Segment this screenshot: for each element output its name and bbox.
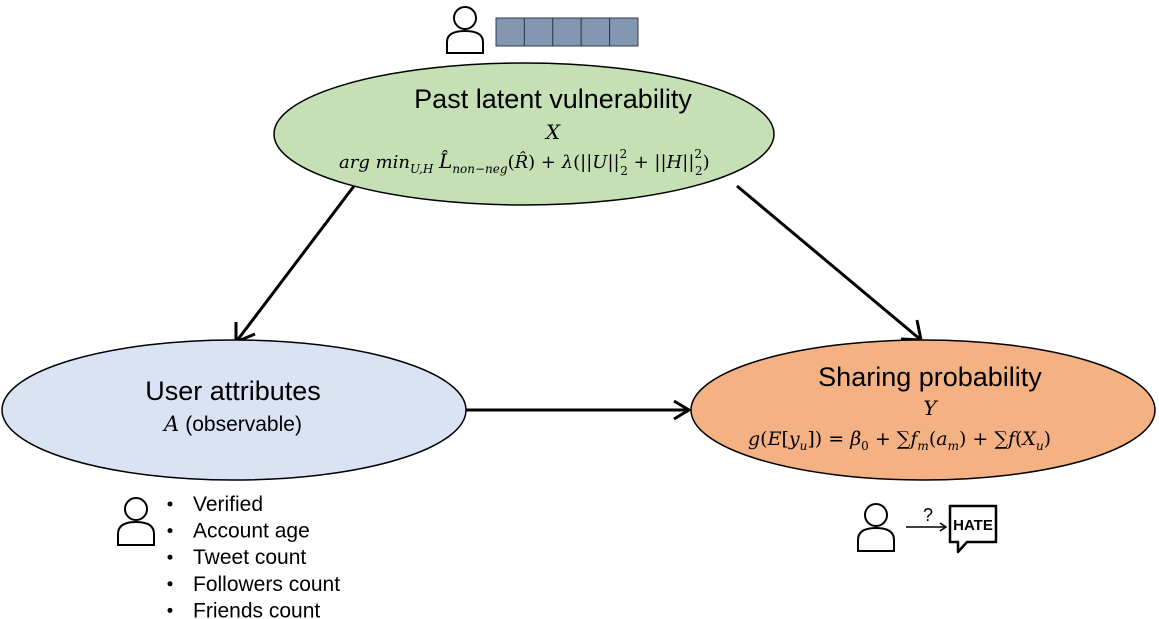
- bullet-dot: [167, 528, 173, 534]
- user-person-icon: [117, 497, 155, 546]
- past-user-person-icon: [446, 6, 484, 54]
- attribute-item: Tweet count: [193, 546, 306, 569]
- attribute-item: Verified: [193, 493, 263, 516]
- user-title: User attributes: [145, 376, 321, 406]
- edge-past-to-sharing: [736, 184, 923, 342]
- speech-bubble-icon: HATE: [948, 504, 998, 554]
- bullet-dot: [167, 607, 173, 613]
- node-past-latent-vulnerability: Past latent vulnerability X arg minU,H L…: [273, 62, 775, 206]
- share-arrow: [906, 522, 948, 532]
- vector-cell: [523, 17, 554, 47]
- attribute-item: Friends count: [193, 599, 320, 619]
- user-symbol: A: [162, 412, 179, 436]
- sharing-title: Sharing probability: [818, 362, 1042, 392]
- vector-cell: [609, 17, 639, 47]
- latent-vector-icon: [495, 17, 639, 47]
- past-title: Past latent vulnerability: [414, 84, 692, 114]
- vector-cell: [580, 17, 611, 47]
- vector-cell: [495, 17, 525, 47]
- bullet-dot: [167, 501, 173, 507]
- node-user-attributes: User attributes A (observable): [1, 339, 467, 481]
- sharer-person-icon: [857, 503, 895, 552]
- edge-past-to-user: [234, 185, 356, 345]
- node-sharing-probability: Sharing probability Y g(E[yu]) = β0 + ∑f…: [690, 339, 1156, 481]
- bullet-dot: [167, 554, 173, 560]
- svg-text:g(E[yu]) = β0 + ∑fm(am) + ∑f(X: g(E[yu]) = β0 + ∑fm(am) + ∑f(Xu): [748, 428, 1051, 453]
- attribute-item: Account age: [193, 520, 310, 543]
- user-subtitle: A (observable): [162, 412, 302, 436]
- sharing-formula: g(E[yu]) = β0 + ∑fm(am) + ∑f(Xu): [748, 428, 1051, 453]
- user-note: (observable): [185, 413, 302, 436]
- bullet-dot: [167, 581, 173, 587]
- edge-user-to-sharing: [466, 399, 692, 421]
- vector-cell: [552, 17, 582, 47]
- past-symbol: X: [544, 120, 561, 144]
- sharing-symbol: Y: [923, 396, 938, 420]
- share-question-mark: ?: [923, 505, 933, 525]
- hate-label: HATE: [953, 517, 993, 534]
- attribute-item: Followers count: [193, 573, 340, 596]
- svg-text:arg minU,H L̂non−neg(R̂) + λ(|: arg minU,H L̂non−neg(R̂) + λ(||U||22 + |…: [339, 147, 710, 178]
